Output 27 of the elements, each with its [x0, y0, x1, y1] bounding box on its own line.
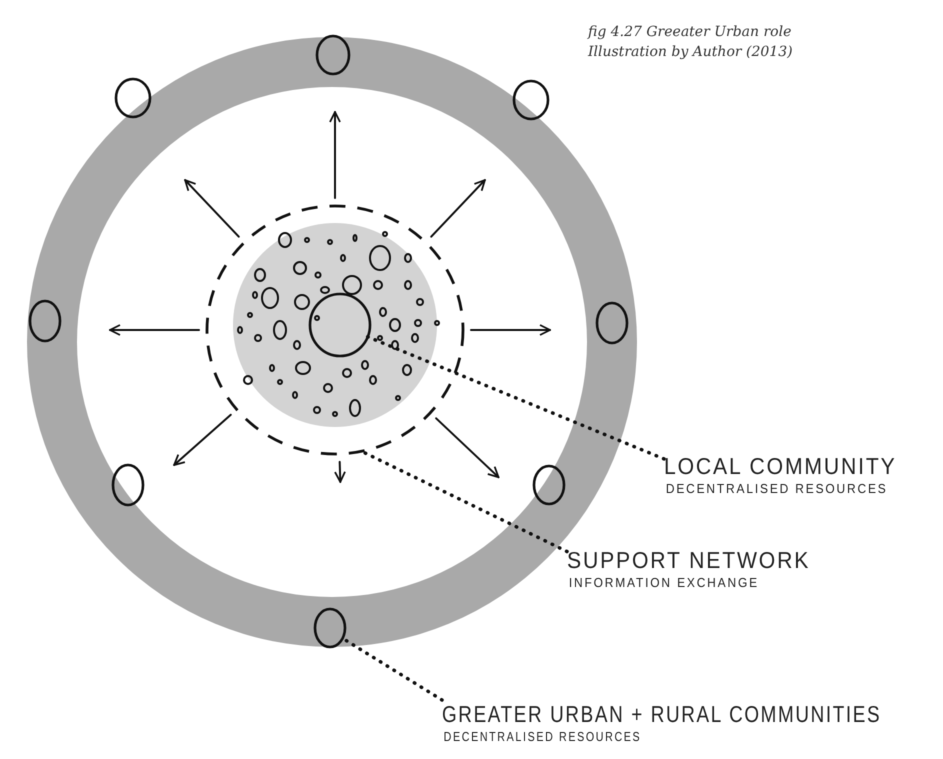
figure-caption: fig 4.27 Greeater Urban role — [588, 24, 792, 40]
small-circle — [511, 78, 551, 122]
small-circle — [314, 33, 352, 77]
arrow — [109, 324, 200, 336]
arrow — [435, 417, 500, 478]
arrow — [334, 460, 346, 483]
callout-subtext: INFORMATION EXCHANGE — [568, 574, 760, 592]
callout-heading: LOCAL COMMUNITY — [664, 452, 897, 480]
arrow — [173, 414, 232, 466]
small-circle — [113, 76, 153, 120]
arrow — [329, 111, 341, 199]
leader-line — [366, 335, 666, 461]
arrow — [430, 179, 486, 238]
center-circle — [307, 291, 373, 359]
callout-heading: GREATER URBAN + RURAL COMMUNITIES — [442, 700, 882, 728]
callout-heading: SUPPORT NETWORK — [567, 546, 810, 574]
small-circle — [110, 462, 146, 508]
callout-subtext: DECENTRALISED RESOURCES — [444, 728, 642, 746]
dashed-circle — [204, 203, 466, 457]
small-circle — [27, 298, 63, 344]
callout-subtext: DECENTRALISED RESOURCES — [666, 480, 889, 498]
small-circle — [531, 463, 567, 507]
small-circle — [594, 300, 630, 346]
arrow — [470, 324, 551, 336]
small-circle — [312, 606, 348, 650]
credit-text: Illustration by Author (2013) — [588, 44, 793, 60]
arrow — [184, 179, 240, 238]
